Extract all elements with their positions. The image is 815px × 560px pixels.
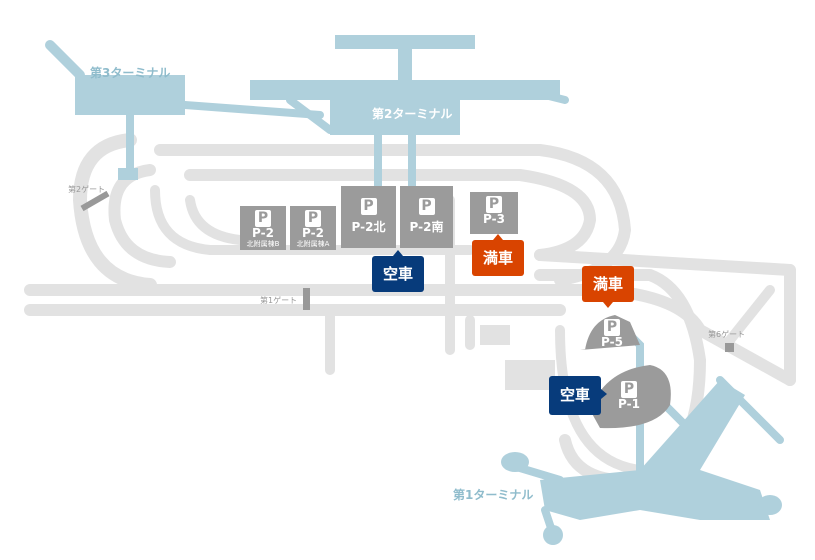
parking-p5[interactable]: P P-5 bbox=[596, 316, 628, 350]
lot-name: P-5 bbox=[601, 335, 623, 349]
p1-status-vacant: 空車 bbox=[549, 376, 607, 415]
terminal-3-label: 第3ターミナル bbox=[90, 66, 171, 80]
lot-name: P-2 bbox=[252, 226, 274, 240]
parking-icon: P bbox=[305, 210, 321, 227]
terminal-3-building bbox=[45, 40, 324, 180]
gate-6-label: 第6ゲート bbox=[708, 330, 746, 339]
parking-p2-south[interactable]: P P-2南 bbox=[400, 186, 453, 248]
terminal-1-label: 第1ターミナル bbox=[453, 488, 534, 502]
terminal-2-building bbox=[250, 35, 569, 194]
p3-status-full: 満車 bbox=[472, 234, 524, 276]
p2-north-status-vacant: 空車 bbox=[372, 250, 424, 292]
gate-2-label: 第2ゲート bbox=[68, 185, 106, 194]
lot-name: P-2南 bbox=[409, 220, 444, 234]
parking-p2-north-annex-b[interactable]: P P-2 北附属棟B bbox=[240, 206, 286, 250]
parking-icon: P bbox=[486, 196, 502, 213]
parking-p1[interactable]: P P-1 bbox=[612, 378, 646, 414]
parking-icon: P bbox=[360, 198, 377, 215]
parking-p2-north-annex-a[interactable]: P P-2 北附属棟A bbox=[290, 206, 336, 250]
lot-name: P-2 bbox=[302, 226, 324, 240]
parking-p2-north[interactable]: P P-2北 bbox=[341, 186, 396, 248]
gate-6-mark bbox=[725, 343, 734, 352]
gate-1-mark bbox=[303, 288, 310, 310]
lot-name: P-1 bbox=[618, 397, 640, 411]
parking-icon: P bbox=[604, 319, 620, 336]
p5-status-full: 満車 bbox=[582, 266, 634, 308]
parking-icon: P bbox=[255, 210, 271, 227]
gate-1-label: 第1ゲート bbox=[260, 296, 298, 305]
lot-name: P-3 bbox=[483, 212, 505, 226]
parking-p3[interactable]: P P-3 bbox=[470, 192, 518, 234]
parking-icon: P bbox=[621, 381, 637, 398]
lot-subname: 北附属棟B bbox=[246, 240, 280, 248]
parking-icon: P bbox=[418, 198, 435, 215]
lot-name: P-2北 bbox=[351, 220, 386, 234]
terminal-2-label: 第2ターミナル bbox=[372, 107, 453, 121]
lot-subname: 北附属棟A bbox=[296, 240, 330, 248]
gate-2-mark bbox=[80, 190, 110, 212]
